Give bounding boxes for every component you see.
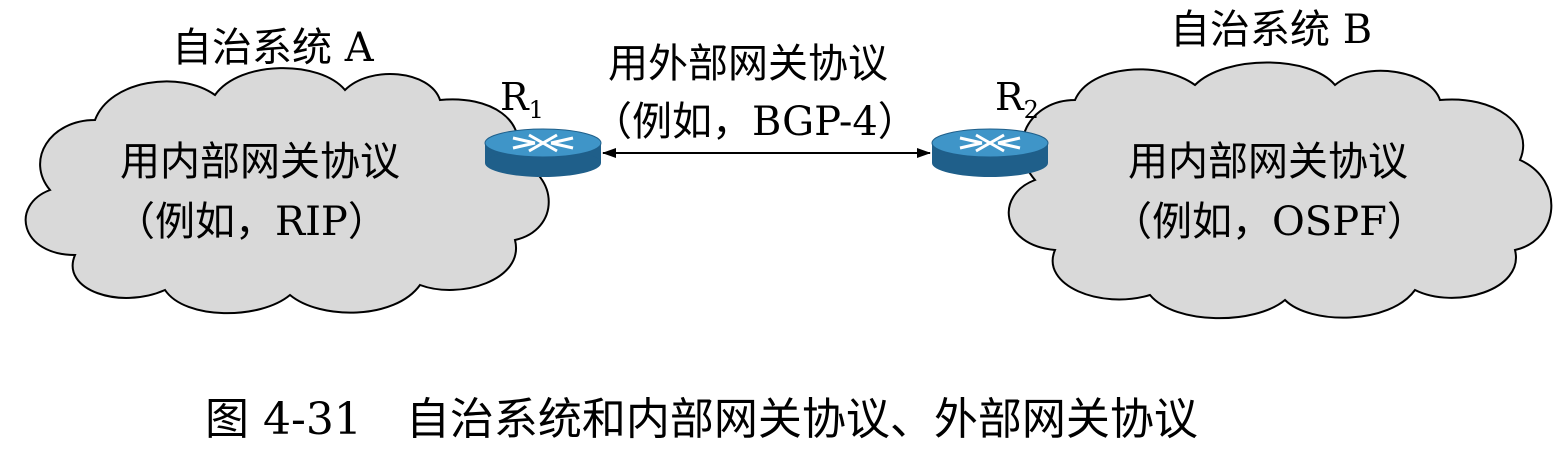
router-r2-label: R2 [995,78,1039,122]
as-b-protocol-line2: （例如，OSPF） [1112,199,1427,245]
figure-caption: 图 4-31 自治系统和内部网关协议、外部网关协议 [205,394,1198,445]
router-r2-letter: R [995,75,1024,119]
egp-line2: （例如，BGP-4） [592,99,918,145]
router-r1-letter: R [500,75,529,119]
router-r1-subscript: 1 [528,96,544,124]
as-a-title: 自治系统 A [172,25,374,71]
cloud-b-shape [1007,61,1553,320]
cloud-a-shape [24,67,550,315]
as-a-protocol-line1: 用内部网关协议 [120,139,400,185]
router-r2-subscript: 2 [1023,96,1039,124]
as-b-protocol-line1: 用内部网关协议 [1128,139,1408,185]
router-r2-icon [931,128,1049,177]
egp-line1: 用外部网关协议 [608,41,888,87]
router-r1-icon [484,128,602,177]
as-b-title: 自治系统 B [1170,7,1373,53]
router-r1-label: R1 [500,78,544,122]
as-a-protocol-line2: （例如，RIP） [115,199,388,245]
